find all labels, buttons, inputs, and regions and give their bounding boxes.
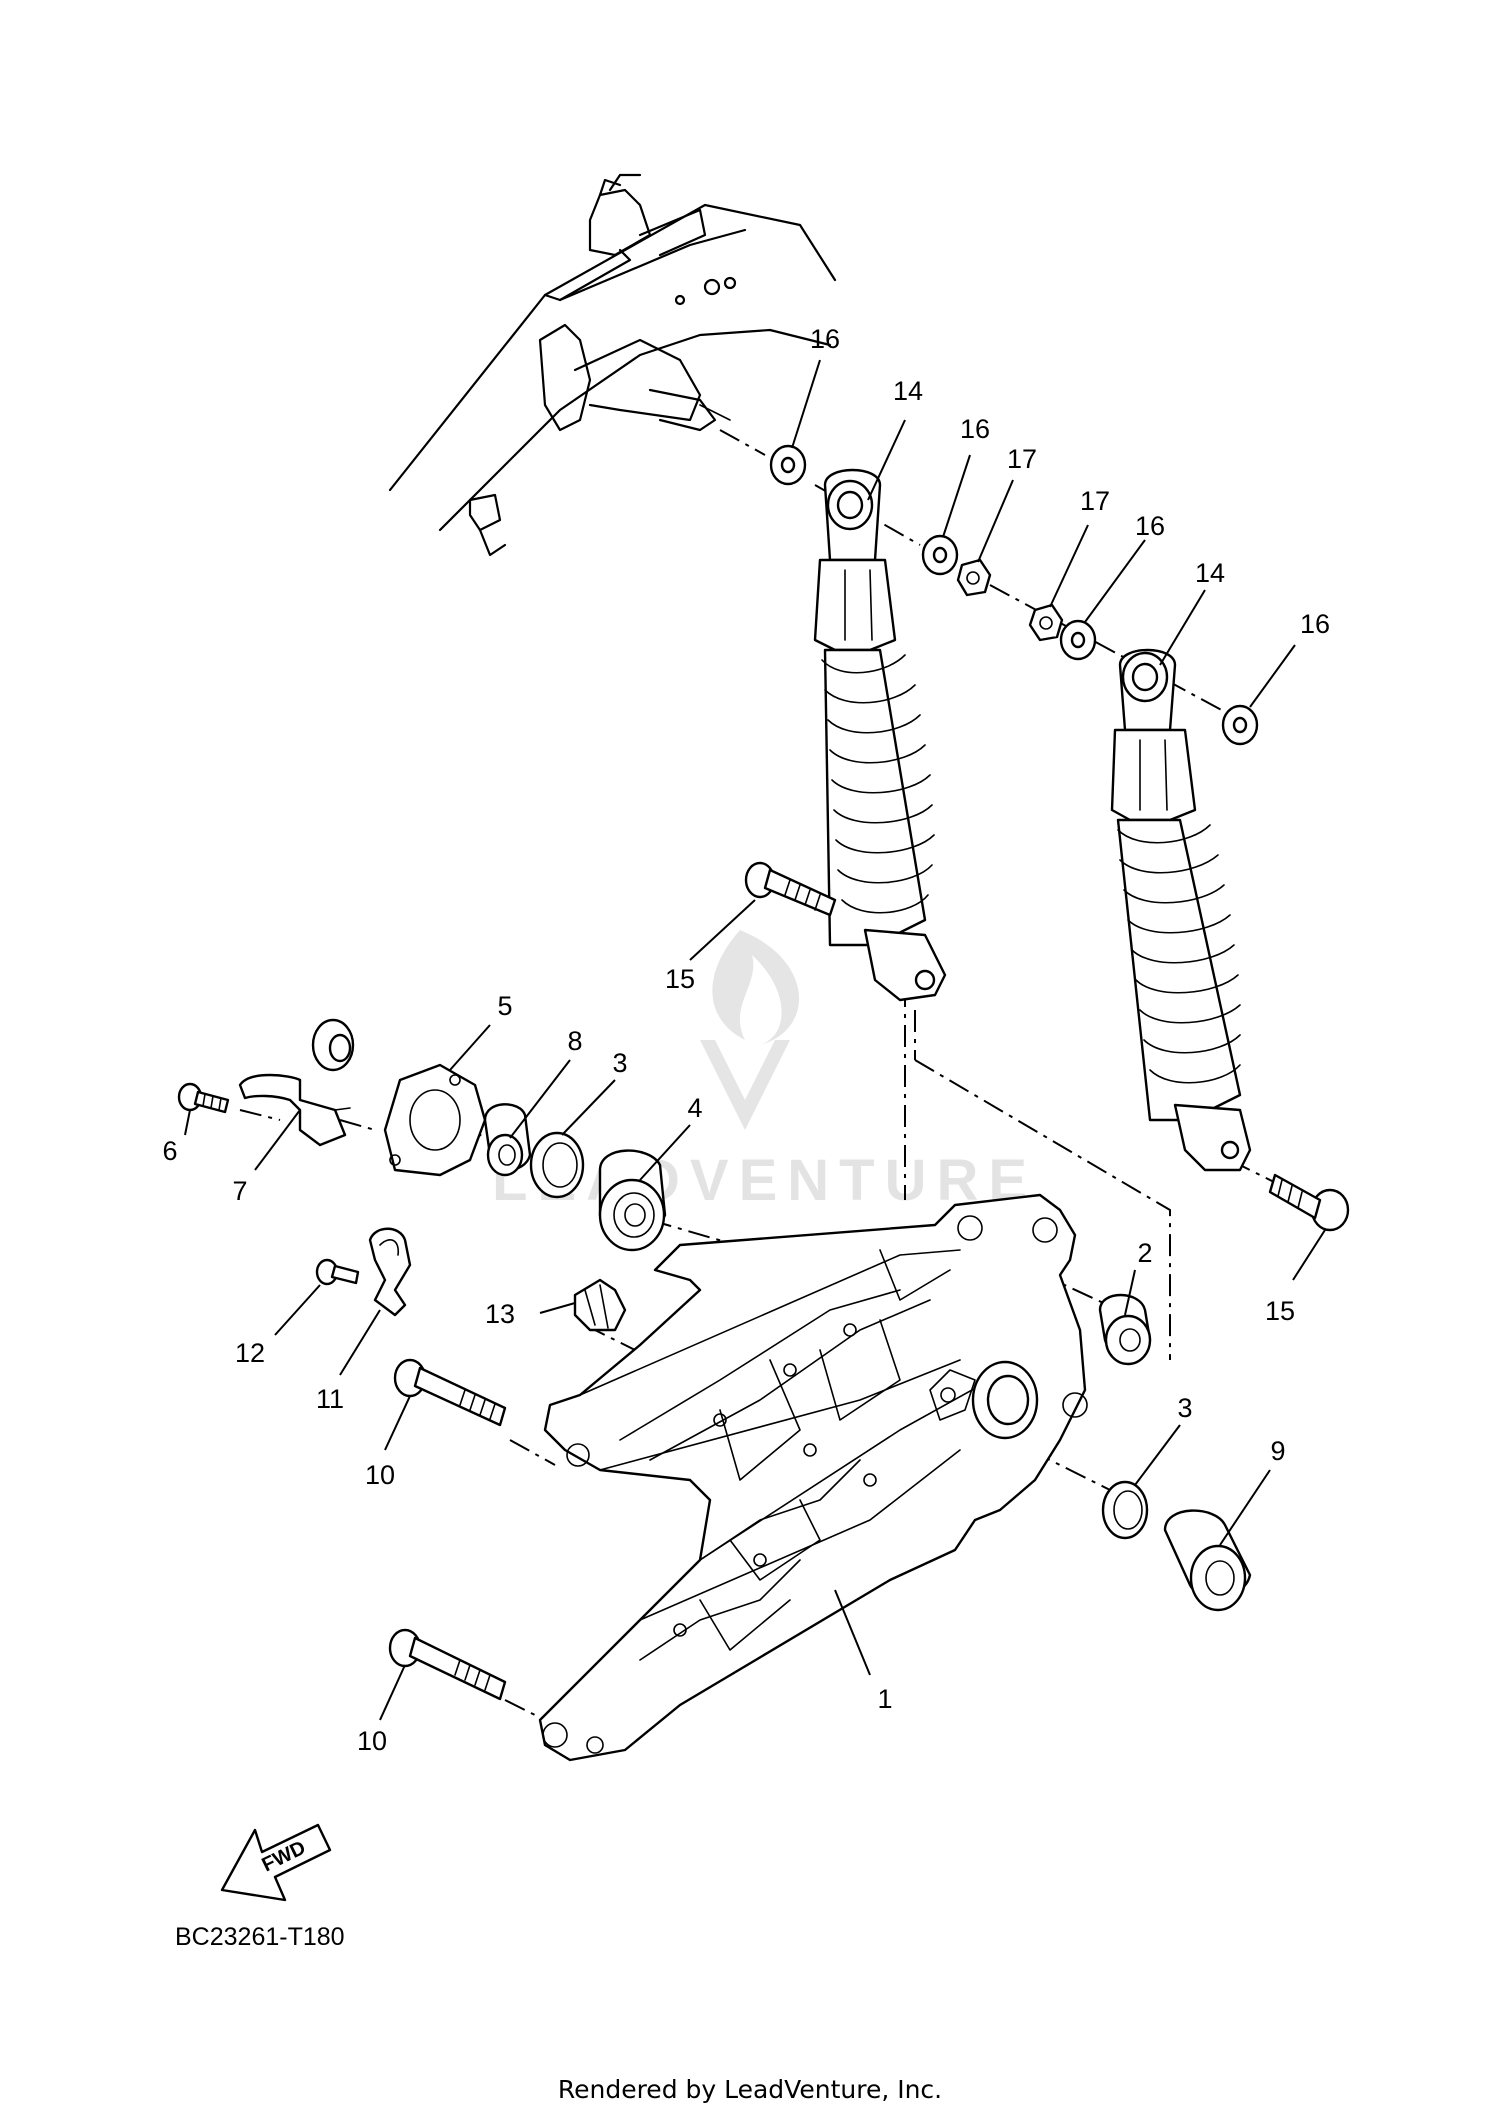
left-shock-absorber	[813, 468, 947, 1002]
bolt-15-upper	[744, 861, 837, 917]
bolt-15-lower	[1268, 1173, 1350, 1232]
clamp-13	[573, 1278, 627, 1332]
callout-15: 15	[1265, 1296, 1295, 1326]
render-credit: Rendered by LeadVenture, Inc.	[558, 2075, 942, 2104]
collar-8	[483, 1103, 532, 1177]
callout-4: 4	[687, 1093, 702, 1123]
rear-arm	[538, 1193, 1088, 1762]
callout-9: 9	[1270, 1436, 1285, 1466]
callout-1: 1	[877, 1684, 892, 1714]
leader-lines	[184, 359, 1326, 1721]
bolt-10-upper	[393, 1358, 507, 1427]
bearing-4	[598, 1149, 667, 1252]
top-hardware	[769, 444, 1259, 746]
callout-3: 3	[612, 1048, 627, 1078]
fwd-arrow-icon: FWD	[220, 1823, 332, 1902]
frame-illustration	[388, 173, 837, 557]
bolt-6	[177, 1082, 230, 1114]
callout-13: 13	[485, 1299, 515, 1329]
callout-14: 14	[1195, 558, 1225, 588]
callout-14: 14	[893, 376, 923, 406]
callout-6: 6	[162, 1136, 177, 1166]
callout-11: 11	[316, 1384, 344, 1414]
callout-5: 5	[497, 991, 512, 1021]
oil-seal-3-right	[1101, 1480, 1149, 1540]
callout-16: 16	[960, 414, 990, 444]
callout-17: 17	[1007, 444, 1037, 474]
callout-15: 15	[665, 964, 695, 994]
callout-7: 7	[232, 1176, 247, 1206]
right-shock-absorber	[1110, 648, 1252, 1172]
callout-8: 8	[567, 1026, 582, 1056]
clamp-11	[368, 1227, 412, 1317]
diagram-code: BC23261-T180	[175, 1923, 345, 1951]
callout-2: 2	[1137, 1238, 1152, 1268]
bolt-12	[315, 1258, 360, 1286]
plate-5	[383, 1063, 487, 1177]
callout-labels: 16 14 16 17 17 16 14 16 15 5 8 3 4 6 7 2…	[162, 324, 1330, 1756]
callout-10: 10	[357, 1726, 387, 1756]
hose-guide-7	[238, 1073, 351, 1147]
callout-16: 16	[810, 324, 840, 354]
nut-plate	[311, 1018, 355, 1072]
collar-9	[1163, 1509, 1252, 1612]
callout-3: 3	[1177, 1393, 1192, 1423]
bolt-10-lower	[388, 1628, 507, 1701]
callout-16: 16	[1135, 511, 1165, 541]
oil-seal-3-left	[529, 1131, 585, 1199]
callout-10: 10	[365, 1460, 395, 1490]
callout-12: 12	[235, 1338, 265, 1368]
callout-16: 16	[1300, 609, 1330, 639]
callout-17: 17	[1080, 486, 1110, 516]
bush-2	[1098, 1293, 1152, 1366]
